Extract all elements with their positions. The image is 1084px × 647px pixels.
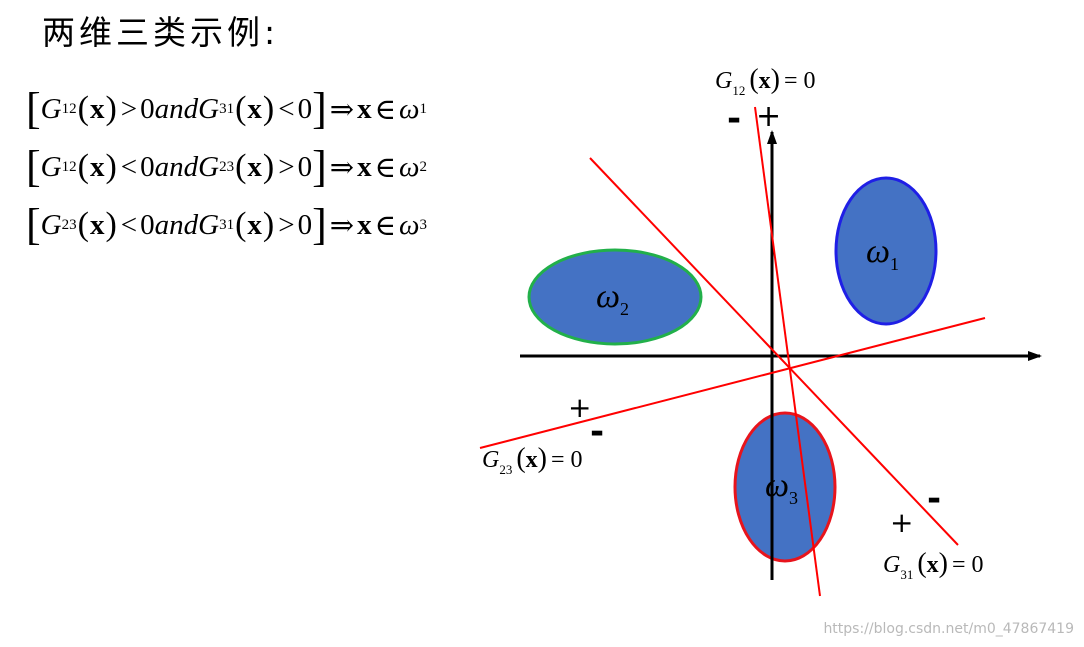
implies-symbol: ⇒ xyxy=(329,209,355,242)
omega-3-label: ω3 xyxy=(765,467,798,508)
g-symbol: G xyxy=(198,92,220,125)
omega-symbol: ω xyxy=(399,208,420,241)
g-symbol: G xyxy=(198,208,220,241)
element-of-symbol: ∈ xyxy=(374,151,397,184)
g12-plus-sign: + xyxy=(756,99,781,134)
operator: < xyxy=(120,208,138,241)
operator: < xyxy=(120,150,138,183)
page-title: 两维三类示例: xyxy=(42,13,280,52)
element-of-symbol: ∈ xyxy=(374,93,397,126)
implies-symbol: ⇒ xyxy=(329,93,355,126)
watermark: https://blog.csdn.net/m0_47867419 xyxy=(823,621,1074,637)
paren-close: ) xyxy=(262,90,275,127)
paren-open: ( xyxy=(235,206,247,243)
operator: < xyxy=(278,92,295,125)
x-vector: x xyxy=(247,150,262,183)
bracket-close: ] xyxy=(312,200,327,249)
boundary-line-g31 xyxy=(589,157,959,546)
omega-symbol: ω xyxy=(399,92,420,125)
bracket-open: [ xyxy=(26,200,41,249)
zero: 0 xyxy=(297,208,313,241)
x-vector: x xyxy=(357,208,372,241)
x-vector: x xyxy=(89,208,105,241)
zero: 0 xyxy=(297,92,313,125)
bracket-close: ] xyxy=(312,142,327,191)
g-symbol: G xyxy=(198,150,220,183)
g-symbol: G xyxy=(40,208,62,241)
g-subscript: 31 xyxy=(219,100,235,117)
and-word: and xyxy=(154,92,199,125)
zero: 0 xyxy=(297,150,313,183)
g-symbol: G xyxy=(40,92,62,125)
and-word: and xyxy=(154,150,199,183)
paren-close: ) xyxy=(105,90,117,127)
boundary-line-g23 xyxy=(479,317,986,449)
class-subscript: 1 xyxy=(419,100,428,117)
x-vector: x xyxy=(247,92,262,125)
class-subscript: 3 xyxy=(419,216,428,233)
g23-minus-sign: - xyxy=(590,412,604,452)
paren-close: ) xyxy=(262,206,275,243)
omega-2-label: ω2 xyxy=(596,278,629,319)
x-vector: x xyxy=(89,92,105,125)
paren-close: ) xyxy=(105,206,117,243)
region-omega-1 xyxy=(834,176,938,326)
region-omega-2 xyxy=(527,248,703,346)
x-vector: x xyxy=(357,150,372,183)
g-subscript: 12 xyxy=(61,158,77,175)
g-subscript: 31 xyxy=(219,216,235,233)
g-symbol: G xyxy=(40,150,62,183)
paren-open: ( xyxy=(235,90,247,127)
operator: > xyxy=(278,208,295,241)
operator: > xyxy=(120,92,138,125)
x-vector: x xyxy=(89,150,105,183)
paren-open: ( xyxy=(77,206,89,243)
g-subscript: 23 xyxy=(219,158,235,175)
g31-plus-sign: + xyxy=(890,506,913,539)
omega-symbol: ω xyxy=(399,150,420,183)
implies-symbol: ⇒ xyxy=(329,151,355,184)
g-subscript: 23 xyxy=(61,216,77,233)
g31-minus-sign: - xyxy=(927,479,941,519)
g-subscript: 12 xyxy=(61,100,77,117)
paren-close: ) xyxy=(262,148,275,185)
g31-label: G31(x)= 0 xyxy=(883,548,984,582)
zero: 0 xyxy=(140,150,155,183)
paren-close: ) xyxy=(105,148,117,185)
zero: 0 xyxy=(140,208,155,241)
x-vector: x xyxy=(247,208,262,241)
g23-label: G23(x)= 0 xyxy=(482,443,583,477)
operator: > xyxy=(278,150,295,183)
paren-open: ( xyxy=(77,148,89,185)
g23-plus-sign: + xyxy=(568,391,591,424)
bracket-open: [ xyxy=(26,142,41,191)
paren-open: ( xyxy=(77,90,89,127)
class-subscript: 2 xyxy=(419,158,428,175)
bracket-open: [ xyxy=(26,84,41,133)
bracket-close: ] xyxy=(312,84,327,133)
g12-minus-sign: - xyxy=(727,99,741,139)
omega-1-label: ω1 xyxy=(866,233,899,274)
and-word: and xyxy=(154,208,199,241)
element-of-symbol: ∈ xyxy=(374,209,397,242)
x-vector: x xyxy=(357,92,372,125)
boundary-line-g12 xyxy=(754,106,821,597)
paren-open: ( xyxy=(235,148,247,185)
zero: 0 xyxy=(140,92,155,125)
g12-label: G12(x)= 0 xyxy=(715,64,816,98)
